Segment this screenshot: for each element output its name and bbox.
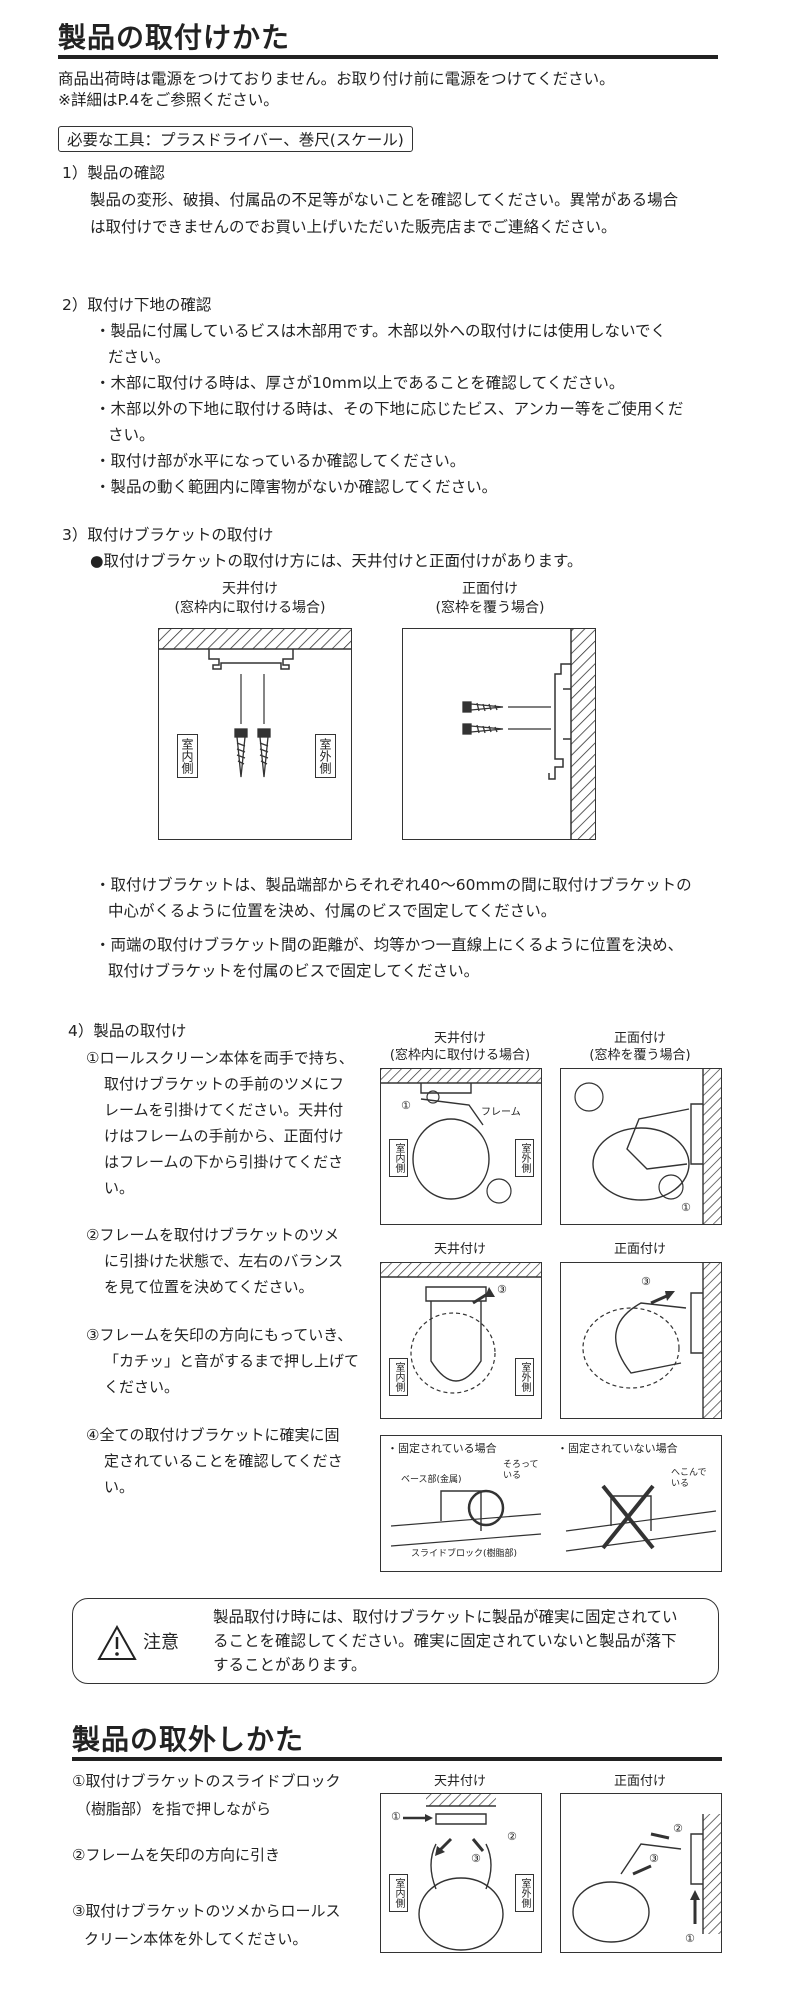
step3-note: ・両端の取付けブラケット間の距離が、均等かつ一直線上にくるように位置を決め、	[95, 936, 684, 954]
step3-heading: 3）取付けブラケットの取付け	[62, 526, 274, 544]
aligned-label: そろって いる	[503, 1460, 539, 1481]
indoor-side-label: 室内側	[389, 1358, 408, 1396]
not-fixed-label: ・固定されていない場合	[557, 1442, 678, 1455]
mark-three: ③	[641, 1275, 651, 1288]
removal-ceiling-label: 天井付け	[433, 1774, 486, 1789]
mark-one: ①	[685, 1932, 695, 1945]
step1-line: 製品の変形、破損、付属品の不足等がないことを確認してください。異常がある場合	[90, 191, 679, 209]
step2-line: ・製品の動く範囲内に障害物がないか確認してください。	[95, 478, 498, 496]
mark-two: ②	[673, 1822, 683, 1835]
warning-icon	[97, 1625, 137, 1660]
fig4-ceiling-push: ③ 室内側 室外側	[380, 1262, 542, 1419]
step4-heading: 4）製品の取付け	[68, 1022, 187, 1040]
title-underline	[58, 55, 718, 59]
indoor-side-label: 室内側	[177, 734, 198, 778]
fig4-front2-label: 正面付け	[613, 1242, 666, 1257]
caution-title: 注意	[143, 1632, 179, 1653]
slide-block-label: スライドブロック(樹脂部)	[411, 1549, 518, 1559]
fig4-ceiling-label: 天井付け(窓枠内に取付ける場合)	[389, 1031, 531, 1063]
mark-two: ②	[507, 1830, 517, 1843]
dented-label: へこんで いる	[671, 1468, 707, 1489]
removal-line: ①取付けブラケットのスライドブロック	[72, 1772, 341, 1790]
step2-line: ・取付け部が水平になっているか確認してください。	[95, 452, 466, 470]
ceiling-mount-label: 天井付け(窓枠内に取付ける場合)	[174, 581, 326, 616]
removal-front-figure: ① ② ③	[560, 1793, 722, 1953]
mark-one: ①	[681, 1201, 691, 1214]
fixed-label: ・固定されている場合	[387, 1442, 497, 1455]
step3-note: 取付けブラケットを付属のビスで固定してください。	[108, 962, 480, 980]
mark-one: ①	[401, 1099, 411, 1112]
step2-line: さい。	[108, 426, 155, 444]
fig4-ceiling-hook: ① フレーム 室内側 室外側	[380, 1068, 542, 1225]
outdoor-side-label: 室外側	[315, 734, 336, 778]
caution-box: 注意 製品取付け時には、取付けブラケットに製品が確実に固定されてい ることを確認…	[72, 1598, 719, 1684]
step1-line: は取付けできませんのでお買い上げいただいた販売店までご連絡ください。	[90, 218, 617, 236]
outdoor-side-label: 室外側	[515, 1874, 534, 1912]
mark-one: ①	[391, 1810, 401, 1823]
front-mount-label: 正面付け(窓枠を覆う場合)	[435, 581, 545, 616]
section2-underline	[72, 1757, 722, 1761]
step2-line: ・木部以外の下地に取付ける時は、その下地に応じたビス、アンカー等をご使用くだ	[95, 400, 684, 418]
removal-ceiling-figure: ① ② ③ 室内側 室外側	[380, 1793, 542, 1953]
removal-line: （樹脂部）を指で押しながら	[76, 1800, 272, 1818]
caution-text: 製品取付け時には、取付けブラケットに製品が確実に固定されてい ることを確認してく…	[213, 1608, 678, 1674]
step4-p2: ②フレームを取付けブラケットのツメ に引掛けた状態で、左右のバランス を見て位置…	[86, 1226, 344, 1296]
outdoor-side-label: 室外側	[515, 1358, 534, 1396]
fig4-front-label: 正面付け(窓枠を覆う場合)	[589, 1031, 691, 1063]
step2-line: ・木部に取付ける時は、厚さが10mm以上であることを確認してください。	[95, 374, 625, 392]
step4-p3: ③フレームを矢印の方向にもっていき、 「カチッ」と音がするまで押し上げて くださ…	[86, 1326, 360, 1396]
removal-front-label: 正面付け	[613, 1774, 666, 1789]
frame-label: フレーム	[481, 1107, 521, 1118]
fig4-ceiling2-label: 天井付け	[433, 1242, 486, 1257]
step3-note: ・取付けブラケットは、製品端部からそれぞれ40〜60mmの間に取付けブラケットの	[95, 876, 692, 894]
step2-heading: 2）取付け下地の確認	[62, 296, 212, 314]
removal-line: ③取付けブラケットのツメからロールス	[72, 1902, 341, 1920]
ceiling-bracket-figure: 室内側 室外側	[158, 628, 352, 840]
mark-three: ③	[471, 1852, 481, 1865]
step3-note: 中心がくるように位置を決め、付属のビスで固定してください。	[108, 902, 557, 920]
fig4-front-push: ③	[560, 1262, 722, 1419]
mark-three: ③	[649, 1852, 659, 1865]
step2-line: ださい。	[108, 348, 171, 366]
removal-line: クリーン本体を外してください。	[84, 1930, 308, 1948]
base-label: ベース部(金属)	[401, 1475, 462, 1485]
section2-title: 製品の取外しかた	[72, 1723, 305, 1756]
page-title: 製品の取付けかた	[58, 21, 291, 54]
outdoor-side-label: 室外側	[515, 1139, 534, 1177]
front-bracket-figure	[402, 628, 596, 840]
indoor-side-label: 室内側	[389, 1874, 408, 1912]
step2-line: ・製品に付属しているビスは木部用です。木部以外への取付けには使用しないでく	[95, 322, 667, 340]
step4-p4: ④全ての取付けブラケットに確実に固 定されていることを確認してくださ い。	[86, 1426, 343, 1496]
step3-lead: ●取付けブラケットの取付け方には、天井付けと正面付けがあります。	[90, 552, 583, 570]
tools-box: 必要な工具：プラスドライバー、巻尺(スケール)	[58, 126, 413, 152]
intro-line-1: 商品出荷時は電源をつけておりません。お取り付け前に電源をつけてください。	[58, 70, 615, 88]
removal-line: ②フレームを矢印の方向に引き	[72, 1846, 280, 1864]
mark-three: ③	[497, 1283, 507, 1296]
fig4-front-hook: ①	[560, 1068, 722, 1225]
indoor-side-label: 室内側	[389, 1139, 408, 1177]
intro-line-2: ※詳細はP.4をご参照ください。	[58, 91, 279, 109]
fig4-fixed-check: ・固定されている場合 ・固定されていない場合 ベース部(金属) そろって いる …	[380, 1435, 722, 1572]
step4-p1: ①ロールスクリーン本体を両手で持ち、 取付けブラケットの手前のツメにフ レームを…	[86, 1049, 354, 1197]
step1-heading: 1）製品の確認	[62, 164, 165, 182]
